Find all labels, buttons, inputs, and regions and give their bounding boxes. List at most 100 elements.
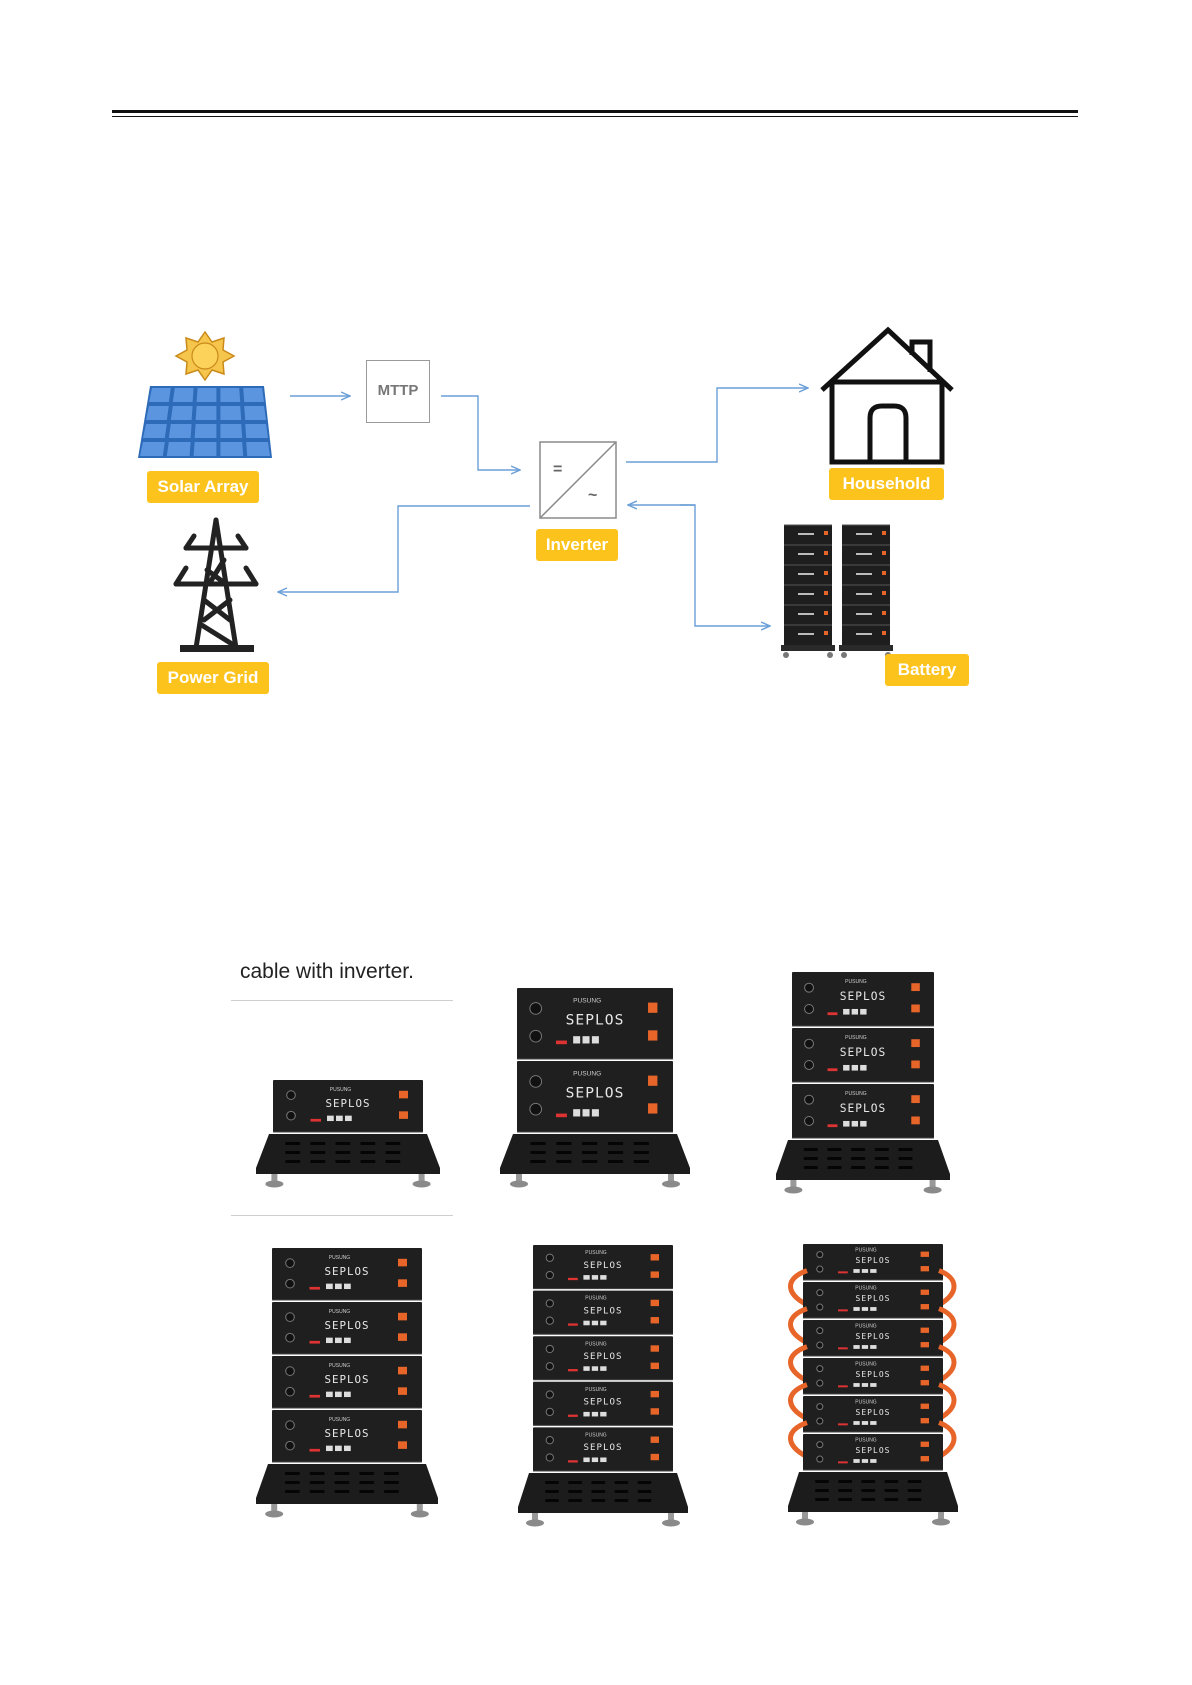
battery-stand-vent bbox=[285, 1490, 300, 1493]
battery-port-icon bbox=[335, 1445, 342, 1452]
battery-cable-right bbox=[937, 1420, 957, 1459]
battery-module bbox=[533, 1381, 673, 1426]
battery-stand-vent bbox=[556, 1160, 572, 1163]
battery-stand-foot bbox=[932, 1518, 950, 1526]
label-household: Household bbox=[829, 468, 944, 500]
battery-stand-vent bbox=[530, 1151, 546, 1154]
solar-cell bbox=[244, 406, 266, 420]
battery-stand-vent bbox=[568, 1481, 582, 1484]
battery-terminal-icon bbox=[816, 1327, 824, 1335]
solar-cell bbox=[170, 406, 193, 420]
battery-stand-vent bbox=[827, 1166, 842, 1169]
battery-brand-main: SEPLOS bbox=[584, 1306, 623, 1316]
mini-battery-logo bbox=[798, 593, 814, 595]
battery-brand-main: SEPLOS bbox=[324, 1319, 369, 1332]
battery-terminal-icon bbox=[804, 1115, 815, 1126]
battery-terminal-icon bbox=[545, 1316, 554, 1325]
battery-port-icon bbox=[861, 1269, 869, 1273]
solar-cell bbox=[195, 406, 217, 420]
battery-stand-foot bbox=[784, 1186, 803, 1194]
solar-cell bbox=[193, 442, 217, 456]
battery-connector-icon bbox=[398, 1387, 407, 1395]
inverter-dc-symbol: = bbox=[553, 461, 562, 478]
battery-stand-vent bbox=[607, 1151, 624, 1154]
battery-connector-icon bbox=[648, 1030, 658, 1041]
battery-module bbox=[803, 1282, 943, 1318]
battery-module bbox=[803, 1244, 943, 1280]
solar-cell bbox=[168, 424, 192, 438]
battery-brand-main: SEPLOS bbox=[840, 1102, 886, 1115]
battery-port-icon bbox=[591, 1457, 599, 1463]
solar-cell bbox=[245, 424, 268, 438]
battery-connector-icon bbox=[920, 1342, 929, 1348]
battery-port-icon bbox=[843, 1120, 850, 1127]
house-icon bbox=[820, 326, 954, 465]
battery-terminal-icon bbox=[285, 1386, 295, 1397]
battery-port-icon bbox=[326, 1391, 333, 1398]
battery-cable-right bbox=[937, 1268, 957, 1307]
mini-battery-wheel bbox=[783, 652, 789, 658]
battery-stand-vent bbox=[385, 1151, 401, 1154]
battery-stand-vent bbox=[861, 1480, 876, 1483]
label-solar-array: Solar Array bbox=[147, 471, 259, 503]
mini-battery-logo bbox=[856, 533, 872, 535]
battery-stand-vent bbox=[907, 1480, 922, 1483]
battery-terminal-icon bbox=[816, 1341, 824, 1349]
battery-terminal-icon bbox=[545, 1253, 554, 1262]
mini-battery-connector bbox=[882, 591, 886, 595]
mini-battery-logo bbox=[798, 553, 814, 555]
battery-switch-icon bbox=[838, 1309, 848, 1312]
battery-connector-icon bbox=[398, 1366, 407, 1375]
battery-stand-leg bbox=[516, 1174, 522, 1183]
mini-battery-logo bbox=[798, 613, 814, 615]
mini-battery-logo bbox=[798, 633, 814, 635]
battery-stand-vent bbox=[568, 1490, 582, 1493]
battery-port-icon bbox=[843, 1008, 850, 1015]
battery-stand-vent bbox=[614, 1481, 629, 1484]
battery-port-icon bbox=[853, 1421, 860, 1425]
battery-brand-main: SEPLOS bbox=[840, 990, 886, 1003]
battery-terminal-icon bbox=[804, 1059, 815, 1070]
battery-stand-vent bbox=[582, 1151, 598, 1154]
battery-brand-top: PUSUNG bbox=[845, 979, 867, 985]
battery-brand-top: PUSUNG bbox=[329, 1417, 351, 1423]
battery-cable-right bbox=[937, 1382, 957, 1421]
battery-stand-leg bbox=[668, 1174, 674, 1183]
battery-stand-leg bbox=[416, 1504, 423, 1513]
battery-connector-icon bbox=[650, 1436, 659, 1443]
battery-brand-main: SEPLOS bbox=[856, 1370, 891, 1379]
battery-port-icon bbox=[600, 1411, 607, 1417]
battery-port-icon bbox=[591, 1366, 599, 1371]
battery-switch-icon bbox=[838, 1461, 848, 1464]
battery-brand-top: PUSUNG bbox=[330, 1087, 352, 1093]
battery-stand-foot bbox=[662, 1519, 680, 1527]
battery-terminal-icon bbox=[816, 1379, 824, 1387]
battery-stand-foot bbox=[412, 1180, 431, 1188]
battery-stand-vent bbox=[884, 1489, 899, 1492]
battery-port-icon bbox=[861, 1345, 869, 1349]
battery-brand-top: PUSUNG bbox=[573, 998, 601, 1005]
battery-switch-icon bbox=[309, 1286, 320, 1290]
battery-port-icon bbox=[335, 1283, 342, 1290]
label-inverter: Inverter bbox=[536, 529, 618, 561]
battery-port-icon bbox=[344, 1337, 351, 1344]
battery-terminal-icon bbox=[545, 1436, 554, 1445]
battery-brand-top: PUSUNG bbox=[329, 1363, 351, 1369]
battery-terminal-icon bbox=[804, 1038, 815, 1049]
battery-stand-vent bbox=[530, 1142, 546, 1145]
battery-stand-vent bbox=[838, 1498, 852, 1501]
battery-port-icon bbox=[591, 1411, 599, 1417]
battery-brand-top: PUSUNG bbox=[855, 1400, 877, 1406]
battery-port-icon bbox=[861, 1459, 869, 1463]
arrow-inverter-to-battery bbox=[680, 504, 770, 626]
battery-terminal-icon bbox=[286, 1110, 296, 1121]
battery-brand-main: SEPLOS bbox=[324, 1265, 369, 1278]
battery-stand-vent bbox=[385, 1142, 401, 1145]
mttp-box: MTTP bbox=[366, 360, 430, 423]
battery-port-icon bbox=[853, 1269, 860, 1273]
battery-terminal-icon bbox=[529, 1075, 543, 1088]
battery-stand-vent bbox=[884, 1480, 899, 1483]
mini-battery-connector bbox=[824, 631, 828, 635]
